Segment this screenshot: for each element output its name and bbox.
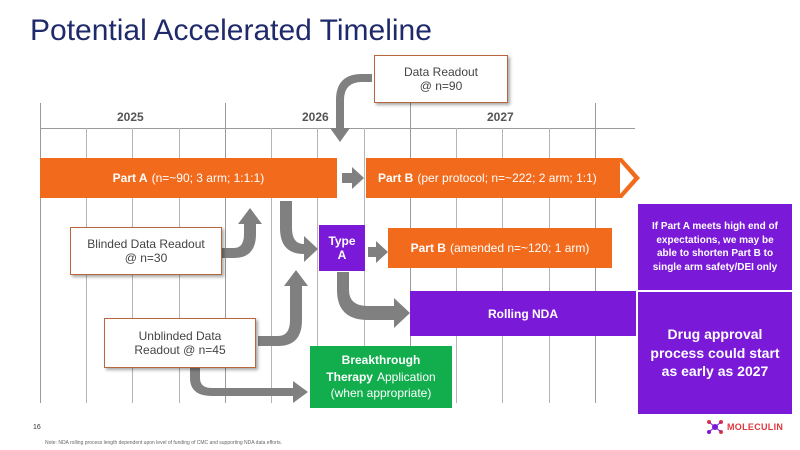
year-divider — [40, 103, 41, 403]
data-readout-box: Data Readout @ n=90 — [374, 55, 508, 103]
btd-line2-bold: Therapy — [326, 369, 373, 384]
type-a-line2: A — [337, 248, 347, 262]
amended-arrow — [368, 241, 388, 263]
rolling-nda-bar: Rolling NDA — [410, 291, 636, 336]
unblinded-arrow — [258, 270, 308, 346]
data-readout-line1: Data Readout — [403, 65, 479, 79]
quarter-divider — [271, 128, 272, 403]
side-note-box: If Part A meets high end of expectations… — [638, 204, 792, 290]
unblinded-readout-box: Unblinded Data Readout @ n=45 — [104, 318, 256, 368]
drug-approval-box: Drug approval process could start as ear… — [638, 292, 792, 414]
year-label-2027: 2027 — [487, 110, 514, 124]
readout-arrow — [330, 74, 372, 142]
rolling-arrow — [337, 272, 410, 328]
rolling-nda-label: Rolling NDA — [488, 306, 558, 321]
quarter-divider — [317, 128, 318, 403]
data-readout-line2: @ n=90 — [419, 79, 463, 93]
btd-line1: Breakthrough — [341, 352, 421, 367]
company-logo: MOLECULIN — [706, 418, 783, 436]
side-note-text: If Part A meets high end of expectations… — [652, 221, 778, 273]
logo-text: MOLECULIN — [727, 422, 784, 432]
unblinded-line2: Readout @ n=45 — [134, 343, 226, 357]
molecule-icon — [707, 420, 723, 434]
part-b-amended-detail: (amended n=~120; 1 arm) — [449, 241, 590, 255]
blinded-readout-box: Blinded Data Readout @ n=30 — [70, 227, 222, 275]
type-a-box: Type A — [319, 225, 365, 271]
blinded-arrow — [222, 208, 262, 258]
btd-line2-rest: Application — [376, 369, 436, 384]
part-b-protocol-detail: (per protocol; n=~222; 2 arm; 1:1) — [417, 171, 597, 185]
blinded-line1: Blinded Data Readout — [87, 237, 205, 251]
page-number: 16 — [33, 424, 41, 431]
blinded-line2: @ n=30 — [124, 251, 168, 265]
drug-approval-text: Drug approval process could start as ear… — [650, 325, 780, 380]
part-a-bar: Part A (n=~90; 3 arm; 1:1:1) — [40, 158, 337, 198]
type-a-line1: Type — [328, 234, 356, 248]
btd-arrow — [190, 368, 308, 403]
page-title: Potential Accelerated Timeline — [30, 14, 432, 47]
unblinded-line1: Unblinded Data — [138, 329, 222, 343]
part-b-amended-bar: Part B (amended n=~120; 1 arm) — [388, 228, 612, 268]
part-b-protocol-bar: Part B (per protocol; n=~222; 2 arm; 1:1… — [366, 158, 622, 198]
part-a-detail: (n=~90; 3 arm; 1:1:1) — [151, 171, 265, 185]
part-b-protocol-label: Part B — [378, 171, 414, 185]
part-a-label: Part A — [112, 171, 148, 185]
type-a-arrow — [280, 201, 318, 262]
right-arrow — [342, 167, 364, 189]
part-b-arrowhead — [620, 158, 640, 198]
part-b-amended-label: Part B — [410, 241, 446, 255]
year-label-2025: 2025 — [117, 110, 144, 124]
year-label-2026: 2026 — [302, 110, 329, 124]
btd-line3: (when appropriate) — [330, 386, 432, 401]
footnote: Note: NDA rolling process length depende… — [45, 440, 282, 446]
